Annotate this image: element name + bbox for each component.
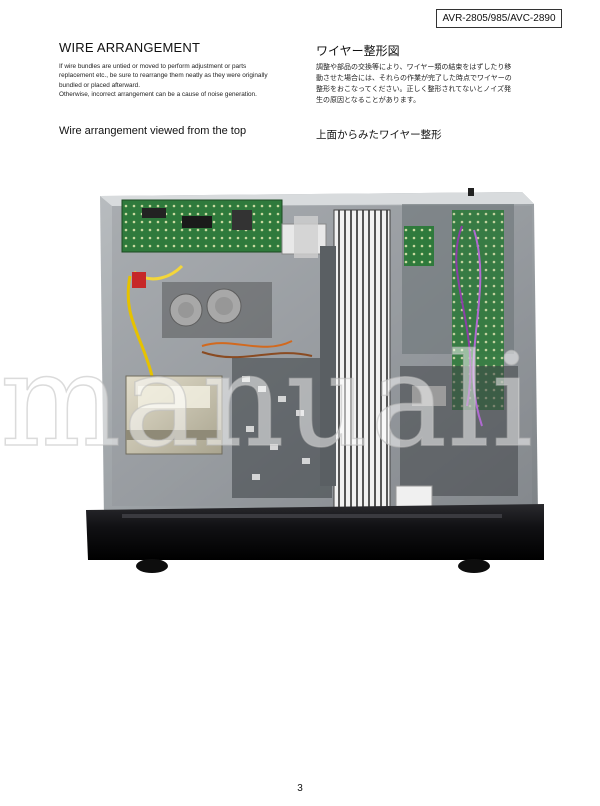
japanese-line: 調整や部品の交換等により、ワイヤー類の結束をはずしたり移 [316,63,512,71]
foot-right [458,559,490,573]
model-number-box: AVR-2805/985/AVC-2890 [436,9,562,28]
japanese-line: 生の原因となることがあります。 [316,96,421,104]
input-pcb [404,226,434,266]
page-number: 3 [297,783,303,794]
english-figure-caption: Wire arrangement viewed from the top [59,125,247,137]
japanese-line: 動させた場合には、それらの作業が完了した時点でワイヤーの [316,74,512,82]
english-instructions: If wire bundles are untied or moved to p… [59,62,277,99]
foot-left [136,559,168,573]
japanese-figure-caption: 上面からみたワイヤー整形 [316,129,442,141]
front-panel [86,504,544,560]
english-section-title: WIRE ARRANGEMENT [59,40,201,55]
japanese-instructions: 調整や部品の交換等により、ワイヤー類の結束をはずしたり移 動させた場合には、それ… [316,62,546,106]
japanese-section-title: ワイヤー整形図 [316,44,400,58]
heatsink [334,210,390,520]
english-paragraph: If wire bundles are untied or moved to p… [59,63,268,89]
japanese-line: 整形をおこなってください。正しく整形されてないとノイズ発 [316,85,512,93]
receiver-internals-photo [86,188,544,573]
english-paragraph: Otherwise, incorrect arrangement can be … [59,90,257,98]
